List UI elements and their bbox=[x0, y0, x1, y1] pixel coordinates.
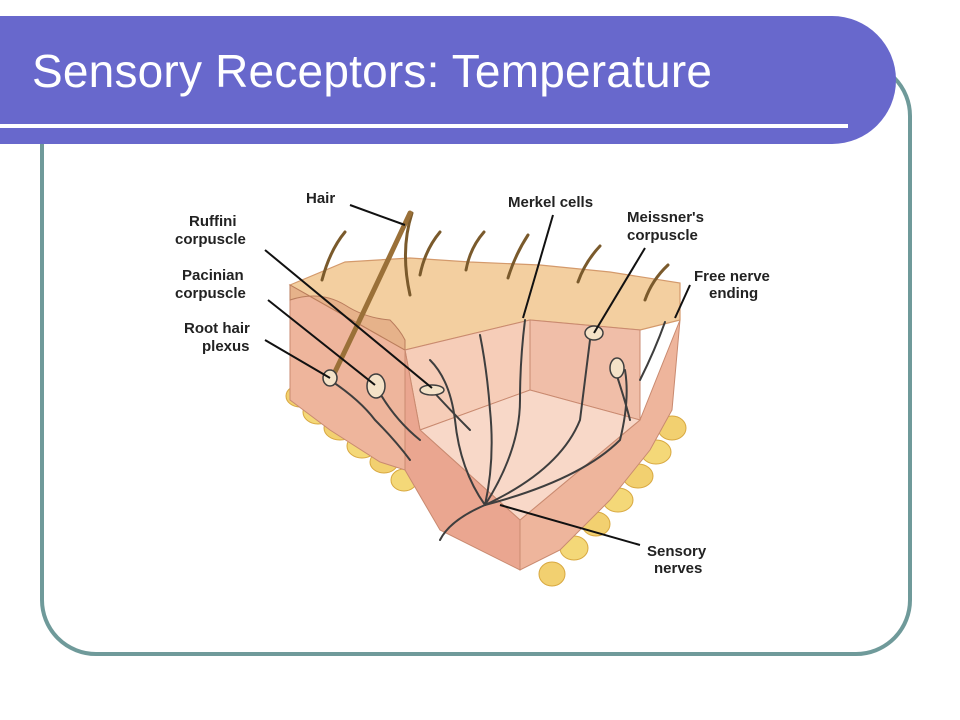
label-ruffini-line2: corpuscle bbox=[175, 231, 246, 248]
leader-lines bbox=[264, 204, 691, 546]
hair-shafts bbox=[320, 210, 670, 381]
title-bar bbox=[0, 16, 896, 144]
title-underline bbox=[0, 124, 848, 128]
label-meissner-line2: corpuscle bbox=[627, 227, 698, 244]
receptor-corpuscles bbox=[322, 325, 625, 399]
skin-front-face bbox=[404, 349, 521, 571]
label-merkel: Merkel cells bbox=[508, 194, 593, 211]
label-free-nerve-line2: ending bbox=[709, 285, 758, 302]
slide-title: Sensory Receptors: Temperature bbox=[32, 45, 713, 97]
label-root-hair-line2: plexus bbox=[202, 338, 250, 355]
label-pacinian-line1: Pacinian bbox=[182, 267, 244, 284]
label-meissner-line1: Meissner's bbox=[627, 209, 704, 226]
label-ruffini-line1: Ruffini bbox=[189, 213, 236, 230]
label-sensory-line1: Sensory bbox=[647, 543, 707, 560]
label-sensory-line2: nerves bbox=[654, 560, 702, 577]
label-pacinian-line2: corpuscle bbox=[175, 285, 246, 302]
label-root-hair-line1: Root hair bbox=[184, 320, 250, 337]
label-free-nerve-line1: Free nerve bbox=[694, 268, 770, 285]
label-hair: Hair bbox=[306, 190, 335, 207]
